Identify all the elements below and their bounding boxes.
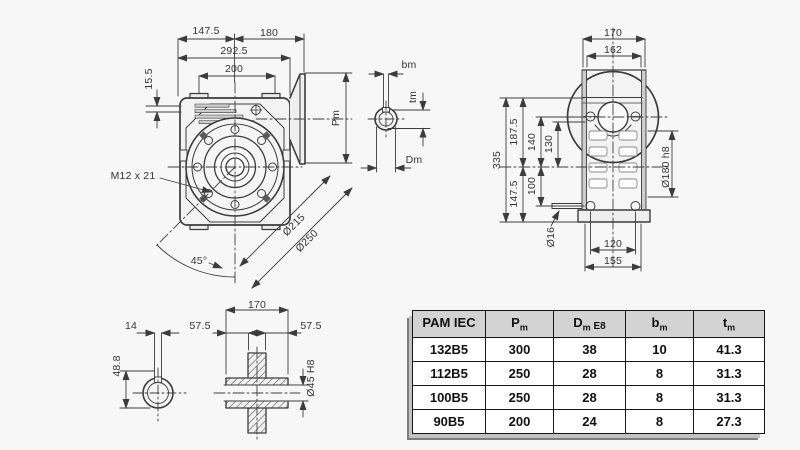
table-header-row: PAM IEC Pm Dm E8 bm tm bbox=[412, 310, 765, 338]
dim-d16: Ø16 bbox=[545, 226, 557, 248]
label-dm: Dm bbox=[405, 154, 423, 166]
dim-200: 200 bbox=[224, 63, 244, 75]
dim-335: 335 bbox=[491, 150, 503, 170]
dim-187-5: 187.5 bbox=[508, 118, 520, 146]
dim-147-5: 147.5 bbox=[192, 25, 220, 37]
side-view bbox=[499, 27, 679, 272]
dim-15-5: 15.5 bbox=[143, 68, 155, 90]
dim-d180-h8: Ø180 h8 bbox=[660, 146, 672, 188]
output-shaft-view bbox=[119, 306, 309, 440]
dim-100: 100 bbox=[526, 176, 538, 196]
dim-180: 180 bbox=[259, 27, 279, 39]
label-m12: M12 x 21 bbox=[110, 170, 156, 182]
dim-140: 140 bbox=[526, 132, 538, 152]
dim-57-5-right: 57.5 bbox=[300, 320, 322, 332]
dim-170-side: 170 bbox=[603, 27, 623, 39]
dim-170-output: 170 bbox=[247, 299, 267, 311]
front-view bbox=[145, 33, 353, 289]
dim-162: 162 bbox=[603, 44, 623, 56]
dim-292-5: 292.5 bbox=[220, 45, 248, 57]
col-header-tm: tm bbox=[693, 310, 765, 338]
dim-45deg: 45° bbox=[190, 255, 208, 267]
col-header-pam-iec: PAM IEC bbox=[412, 310, 486, 338]
dim-130: 130 bbox=[543, 134, 555, 154]
col-header-pm: Pm bbox=[485, 310, 554, 338]
dim-147-5-low: 147.5 bbox=[508, 180, 520, 208]
shaft-section-view bbox=[360, 70, 431, 173]
dim-155: 155 bbox=[603, 255, 623, 267]
dim-14: 14 bbox=[124, 320, 138, 332]
label-tm: tm bbox=[407, 90, 419, 104]
dim-d45-h8: Ø45 H8 bbox=[305, 359, 317, 397]
col-header-dm-e8: Dm E8 bbox=[553, 310, 626, 338]
label-pm: Pm bbox=[330, 109, 342, 127]
dim-48-8: 48.8 bbox=[111, 355, 123, 377]
dim-120: 120 bbox=[603, 238, 623, 250]
label-bm: bm bbox=[401, 59, 417, 71]
col-header-bm: bm bbox=[625, 310, 694, 338]
dim-57-5-left: 57.5 bbox=[189, 320, 211, 332]
